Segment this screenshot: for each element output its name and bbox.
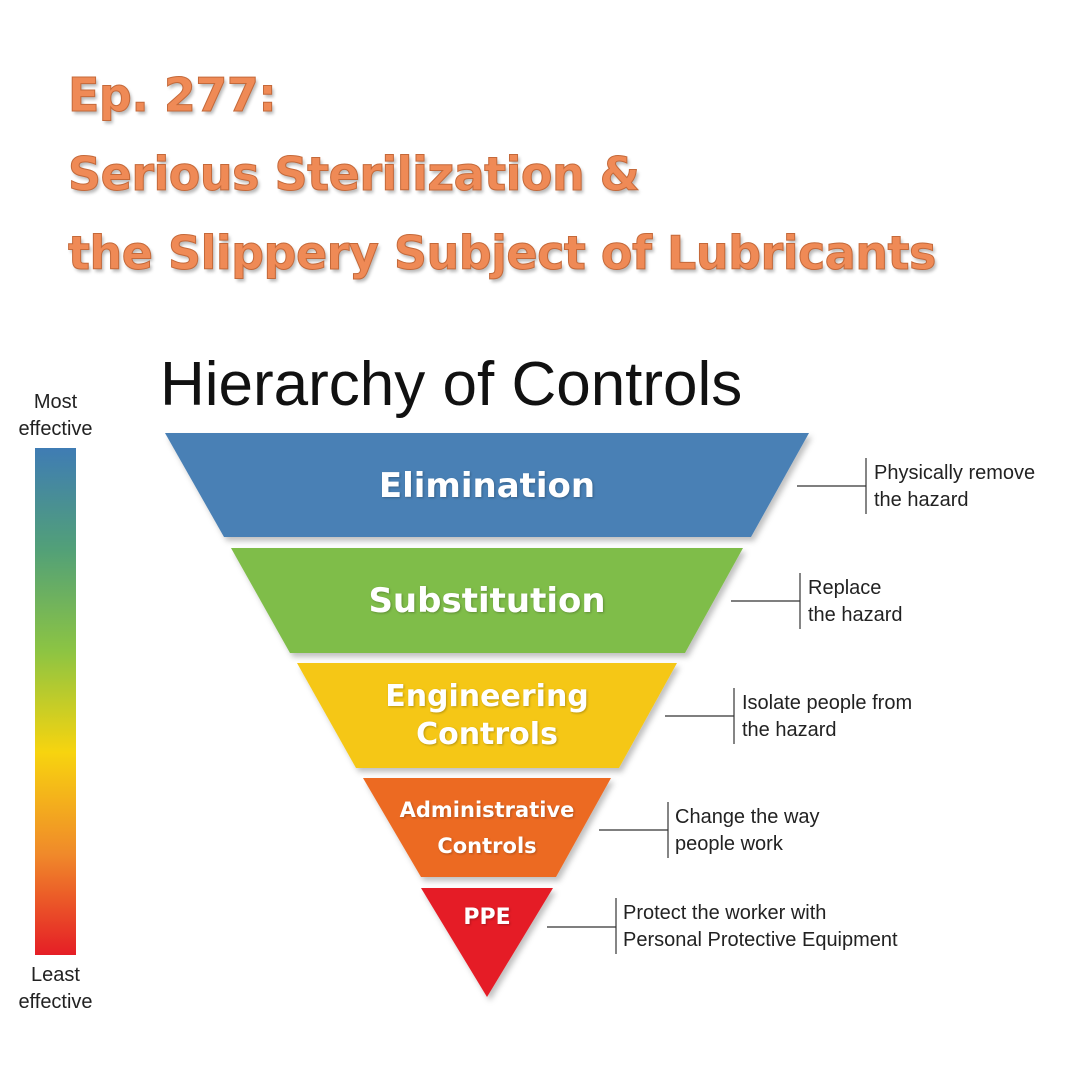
pyramid-band-ppe [421, 888, 553, 997]
level-label-ppe: PPE [463, 905, 511, 930]
scale-label-least-effective: Least effective [8, 962, 103, 1016]
level-description-ppe: Protect the worker with Personal Protect… [623, 902, 898, 951]
level-label-substitution: Substitution [368, 581, 606, 621]
episode-title: Ep. 277: Serious Sterilization & the Sli… [68, 56, 1058, 293]
pyramid-band-administrative-controls [363, 778, 611, 877]
level-description-administrative-controls: Change the way people work [675, 806, 820, 855]
episode-title-line-1: Ep. 277: [68, 68, 278, 123]
pyramid-band-substitution [231, 548, 743, 653]
scale-label-most-effective: Most effective [8, 389, 103, 443]
level-label-engineering-controls: Engineering Controls [385, 679, 589, 752]
level-label-elimination: Elimination [378, 466, 596, 506]
episode-title-line-2: Serious Sterilization & [68, 147, 641, 202]
scale-label-most-effective-text: Most effective [18, 391, 93, 440]
scale-label-least-effective-text: Least effective [18, 964, 93, 1013]
pyramid-band-engineering-controls [297, 663, 677, 768]
pyramid-band-elimination [165, 433, 809, 537]
effectiveness-gradient-bar [35, 448, 76, 955]
level-description-engineering-controls: Isolate people from the hazard [742, 692, 913, 741]
diagram-title: Hierarchy of Controls [160, 350, 743, 419]
level-description-elimination: Physically remove the hazard [874, 462, 1036, 511]
level-description-substitution: Replace the hazard [808, 577, 903, 626]
level-label-administrative-controls: Administrative Controls [399, 798, 575, 858]
episode-title-line-3: the Slippery Subject of Lubricants [68, 226, 937, 281]
